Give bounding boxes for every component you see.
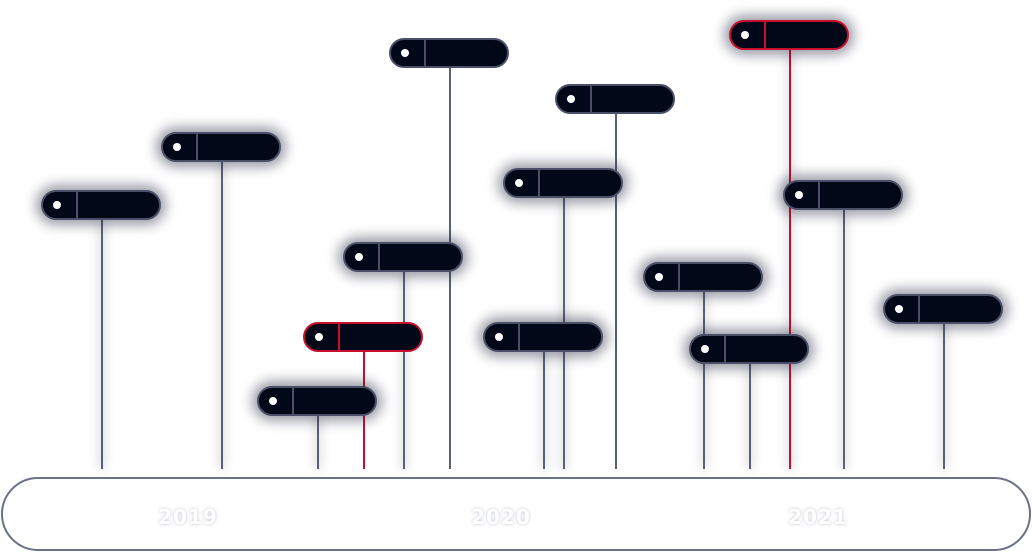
marker-dot-icon <box>701 345 709 353</box>
event-marker[interactable] <box>883 294 1003 324</box>
marker-divider <box>918 296 920 322</box>
event-stem <box>749 364 751 469</box>
event-stem <box>221 162 223 469</box>
event-stem <box>317 416 319 469</box>
marker-divider <box>724 336 726 362</box>
marker-divider <box>818 182 820 208</box>
marker-dot-icon <box>795 191 803 199</box>
marker-divider <box>424 40 426 66</box>
marker-dot-icon <box>315 333 323 341</box>
marker-dot-icon <box>495 333 503 341</box>
marker-dot-icon <box>53 201 61 209</box>
marker-dot-icon <box>173 143 181 151</box>
marker-divider <box>678 264 680 290</box>
event-marker[interactable] <box>41 190 161 220</box>
marker-dot-icon <box>655 273 663 281</box>
event-stem <box>703 292 705 469</box>
marker-dot-icon <box>515 179 523 187</box>
event-marker[interactable] <box>783 180 903 210</box>
event-stem <box>789 50 791 469</box>
event-marker[interactable] <box>689 334 809 364</box>
year-label-2019: 2019 <box>158 505 218 529</box>
marker-divider <box>590 86 592 112</box>
year-label-2021: 2021 <box>788 505 848 529</box>
event-marker[interactable] <box>389 38 509 68</box>
marker-divider <box>378 244 380 270</box>
event-marker[interactable] <box>729 20 849 50</box>
marker-divider <box>76 192 78 218</box>
event-stem <box>101 220 103 469</box>
marker-divider <box>338 324 340 350</box>
marker-dot-icon <box>895 305 903 313</box>
marker-dot-icon <box>269 397 277 405</box>
event-marker[interactable] <box>503 168 623 198</box>
event-stem <box>843 210 845 469</box>
marker-divider <box>292 388 294 414</box>
event-marker[interactable] <box>303 322 423 352</box>
marker-divider <box>196 134 198 160</box>
event-marker[interactable] <box>643 262 763 292</box>
marker-dot-icon <box>567 95 575 103</box>
marker-dot-icon <box>741 31 749 39</box>
event-marker[interactable] <box>483 322 603 352</box>
event-marker[interactable] <box>257 386 377 416</box>
marker-dot-icon <box>355 253 363 261</box>
year-label-2020: 2020 <box>471 505 531 529</box>
marker-dot-icon <box>401 49 409 57</box>
event-marker[interactable] <box>161 132 281 162</box>
marker-divider <box>538 170 540 196</box>
event-marker[interactable] <box>555 84 675 114</box>
marker-divider <box>518 324 520 350</box>
event-stem <box>403 272 405 469</box>
event-stem <box>615 114 617 469</box>
event-stem <box>943 324 945 469</box>
event-stem <box>543 352 545 469</box>
marker-divider <box>764 22 766 48</box>
event-marker[interactable] <box>343 242 463 272</box>
timeline-track: 2019 2020 2021 <box>1 477 1031 551</box>
